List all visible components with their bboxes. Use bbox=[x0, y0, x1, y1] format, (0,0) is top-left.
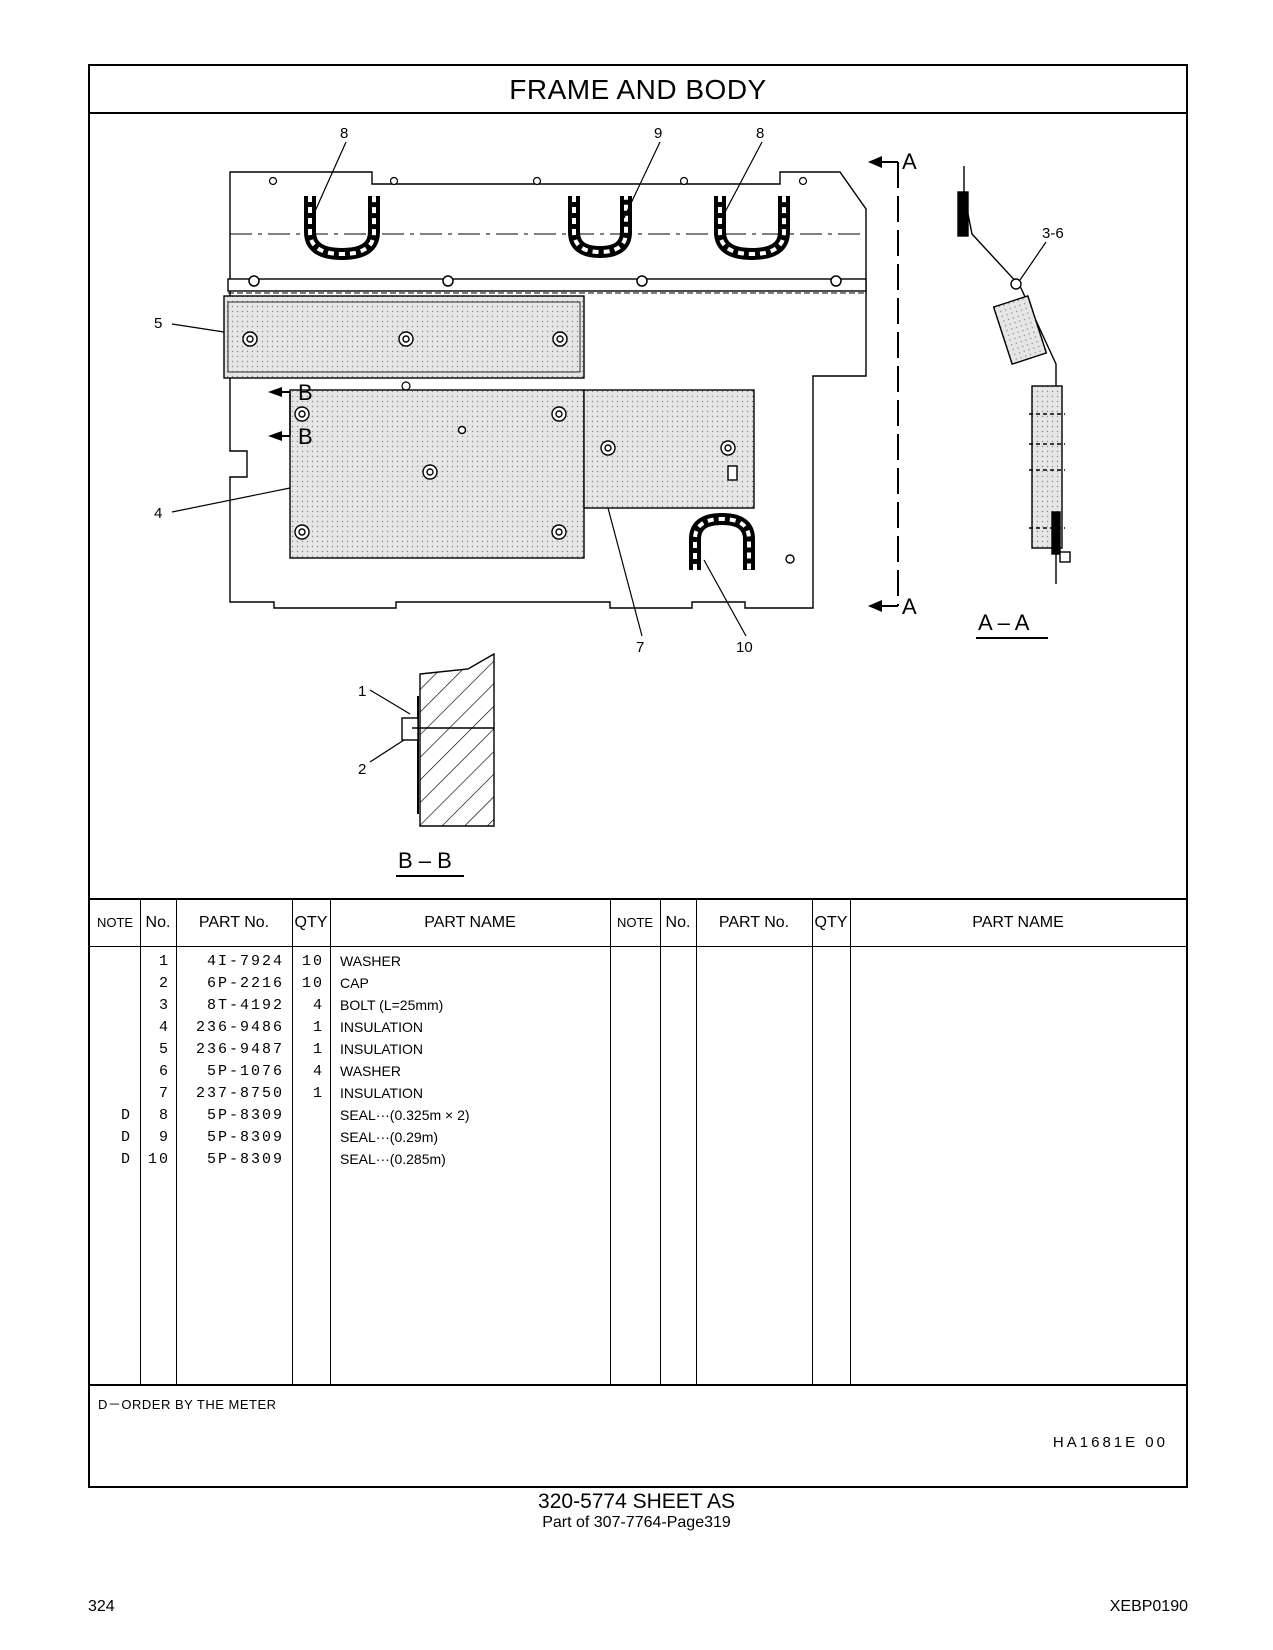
row-part-no: 5P-8309 bbox=[206, 1129, 284, 1146]
row-part-name: WASHER bbox=[340, 1063, 401, 1079]
rail bbox=[227, 278, 867, 292]
row-part-no: 236-9487 bbox=[195, 1041, 284, 1058]
seal-u-shapes bbox=[304, 196, 790, 570]
page-title: FRAME AND BODY bbox=[90, 66, 1186, 114]
table-row: 4 236-9486 1 INSULATION bbox=[90, 1016, 1186, 1039]
footnote: D－ORDER BY THE METER bbox=[98, 1397, 277, 1412]
row-note: D bbox=[120, 1129, 132, 1146]
row-no: 6 bbox=[158, 1063, 170, 1080]
header-part-name-right: PART NAME bbox=[972, 914, 1064, 931]
row-qty: 10 bbox=[301, 975, 324, 992]
part-of: Part of 307-7764-Page319 bbox=[542, 1514, 731, 1531]
parts-table: NOTE No. PART No. QTY PART NAME NOTE No.… bbox=[90, 898, 1186, 1386]
header-note-right: NOTE bbox=[616, 915, 654, 930]
header-no-right: No. bbox=[665, 914, 691, 931]
section-b-b-label: B – B bbox=[398, 848, 452, 873]
callout-7: 7 bbox=[636, 639, 644, 656]
row-no: 9 bbox=[158, 1129, 170, 1146]
section-a-a-label: A – A bbox=[978, 610, 1030, 635]
row-qty: 4 bbox=[312, 997, 324, 1014]
row-note: D bbox=[120, 1107, 132, 1124]
row-no: 10 bbox=[147, 1151, 170, 1168]
header-part-no-right: PART No. bbox=[718, 914, 790, 931]
row-no: 8 bbox=[158, 1107, 170, 1124]
table-row: 7 237-8750 1 INSULATION bbox=[90, 1082, 1186, 1105]
row-no: 5 bbox=[158, 1041, 170, 1058]
row-no: 3 bbox=[158, 997, 170, 1014]
row-part-name: BOLT (L=25mm) bbox=[340, 997, 444, 1013]
callout-9: 9 bbox=[654, 125, 662, 142]
table-row: 1 4I-7924 10 WASHER bbox=[90, 950, 1186, 973]
callout-5: 5 bbox=[154, 315, 162, 332]
table-row: D 8 5P-8309 SEAL···(0.325m × 2) bbox=[90, 1104, 1186, 1127]
header-no: No. bbox=[145, 914, 171, 931]
table-row: 5 236-9487 1 INSULATION bbox=[90, 1038, 1186, 1061]
row-part-no: 237-8750 bbox=[195, 1085, 284, 1102]
row-part-no: 4I-7924 bbox=[206, 953, 284, 970]
row-part-name: INSULATION bbox=[340, 1019, 423, 1035]
drawing-code: HA1681E 00 bbox=[1052, 1434, 1168, 1451]
doc-id: XEBP0190 bbox=[1109, 1598, 1188, 1615]
row-part-no: 8T-4192 bbox=[206, 997, 284, 1014]
header-part-name: PART NAME bbox=[424, 914, 516, 931]
callout-2: 2 bbox=[358, 761, 366, 778]
section-b-marker-top: B bbox=[298, 380, 313, 405]
section-b-b-view bbox=[401, 652, 495, 827]
parts-sheet-frame: FRAME AND BODY bbox=[88, 64, 1188, 1488]
row-part-no: 5P-8309 bbox=[206, 1107, 284, 1124]
row-part-no: 236-9486 bbox=[195, 1019, 284, 1036]
table-row: 6 5P-1076 4 WASHER bbox=[90, 1060, 1186, 1083]
row-part-name: SEAL···(0.285m) bbox=[340, 1151, 446, 1167]
row-qty: 1 bbox=[312, 1019, 324, 1036]
section-b-marker-bottom: B bbox=[298, 424, 313, 449]
row-note: D bbox=[120, 1151, 132, 1168]
sheet-title: 320-5774 SHEET AS bbox=[538, 1490, 735, 1513]
sheet-footer: D－ORDER BY THE METER HA1681E 00 bbox=[90, 1384, 1186, 1490]
section-a-a-view bbox=[957, 166, 1071, 584]
row-part-name: SEAL···(0.325m × 2) bbox=[340, 1107, 470, 1123]
table-row: D 10 5P-8309 SEAL···(0.285m) bbox=[90, 1148, 1186, 1171]
row-part-name: CAP bbox=[340, 975, 369, 991]
callout-10: 10 bbox=[736, 639, 753, 656]
callout-1: 1 bbox=[358, 683, 366, 700]
bolt-heads bbox=[248, 275, 842, 287]
callout-8b: 8 bbox=[756, 125, 764, 142]
row-part-name: SEAL···(0.29m) bbox=[340, 1129, 439, 1145]
row-part-no: 5P-8309 bbox=[206, 1151, 284, 1168]
row-no: 1 bbox=[158, 953, 170, 970]
callout-4: 4 bbox=[154, 505, 162, 522]
callout-8a: 8 bbox=[340, 125, 348, 142]
table-row: 2 6P-2216 10 CAP bbox=[90, 972, 1186, 995]
exploded-drawing: A A B B A – bbox=[90, 114, 1186, 910]
row-qty: 4 bbox=[312, 1063, 324, 1080]
section-a-marker-bottom: A bbox=[902, 594, 917, 619]
header-note: NOTE bbox=[96, 915, 134, 930]
callout-3-6: 3-6 bbox=[1042, 225, 1064, 242]
section-a-marker-top: A bbox=[902, 149, 917, 174]
row-part-no: 5P-1076 bbox=[206, 1063, 284, 1080]
row-no: 7 bbox=[158, 1085, 170, 1102]
leader-lines bbox=[171, 141, 1047, 763]
row-no: 4 bbox=[158, 1019, 170, 1036]
row-part-name: INSULATION bbox=[340, 1041, 423, 1057]
table-row: D 9 5P-8309 SEAL···(0.29m) bbox=[90, 1126, 1186, 1149]
header-part-no: PART No. bbox=[198, 914, 270, 931]
row-part-name: INSULATION bbox=[340, 1085, 423, 1101]
row-qty: 1 bbox=[312, 1085, 324, 1102]
row-no: 2 bbox=[158, 975, 170, 992]
header-qty: QTY bbox=[294, 914, 328, 931]
row-qty: 10 bbox=[301, 953, 324, 970]
row-qty: 1 bbox=[312, 1041, 324, 1058]
table-row: 3 8T-4192 4 BOLT (L=25mm) bbox=[90, 994, 1186, 1017]
row-part-no: 6P-2216 bbox=[206, 975, 284, 992]
row-part-name: WASHER bbox=[340, 953, 401, 969]
page-number: 324 bbox=[88, 1598, 115, 1615]
header-qty-right: QTY bbox=[814, 914, 848, 931]
fasteners bbox=[242, 331, 795, 564]
